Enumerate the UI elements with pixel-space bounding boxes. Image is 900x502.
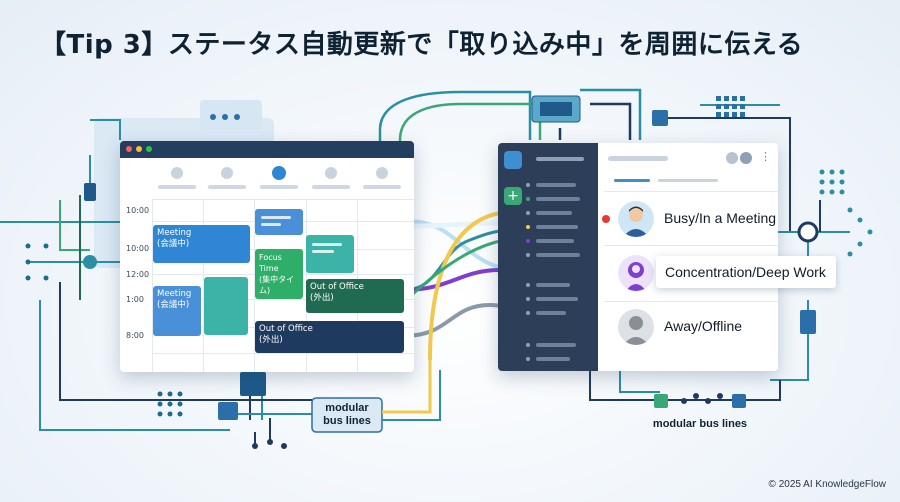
more-icon[interactable]: ⋮ xyxy=(760,150,771,163)
close-dot-icon[interactable] xyxy=(126,146,132,152)
status-option-deep-work[interactable] xyxy=(614,249,778,297)
right-chip xyxy=(652,110,668,126)
event-title: Meeting xyxy=(157,228,192,238)
time-label: 8:00 xyxy=(126,331,144,340)
tab-active[interactable] xyxy=(614,179,650,182)
maximize-dot-icon[interactable] xyxy=(146,146,152,152)
minimize-dot-icon[interactable] xyxy=(136,146,142,152)
time-label: 1:00 xyxy=(126,295,144,304)
time-label: 10:00 xyxy=(126,244,150,253)
calendar-titlebar xyxy=(120,141,414,158)
calendar-window: 10:00 10:00 12:00 1:00 8:00 Meeting (会議中… xyxy=(120,141,414,372)
event-out-of-office[interactable]: Out of Office (外出) xyxy=(306,279,404,313)
event-subtitle: (外出) xyxy=(310,293,334,303)
bus-label-right: modular bus lines xyxy=(652,418,748,430)
event-subtitle: (会議中) xyxy=(157,300,190,310)
calendar-backdrop-tab xyxy=(200,100,262,130)
event-title: Meeting xyxy=(157,289,192,299)
event-block[interactable] xyxy=(255,209,303,235)
event-focus-time[interactable]: Focus Time (集中タイム) xyxy=(255,249,303,299)
busy-avatar-icon xyxy=(618,201,654,237)
day-header-icon xyxy=(221,167,233,179)
status-indicator-dot xyxy=(602,215,610,223)
event-block[interactable] xyxy=(306,235,354,273)
right-bus-nodes xyxy=(654,393,746,408)
workspace-icon[interactable] xyxy=(504,151,522,169)
workspace-sidebar: + xyxy=(498,143,598,371)
status-label: Concentration/Deep Work xyxy=(665,264,826,280)
day-header-icon xyxy=(325,167,337,179)
chat-window: + ⋮ Busy/In a Meeting xyxy=(498,143,778,371)
time-label: 12:00 xyxy=(126,270,150,279)
junction-node xyxy=(83,255,97,269)
page-title: 【Tip 3】ステータス自動更新で「取り込み中」を周囲に伝える xyxy=(40,30,804,60)
event-title: Focus Time xyxy=(259,253,282,273)
time-label: 10:00 xyxy=(126,206,150,215)
status-option-away[interactable]: Away/Offline xyxy=(614,303,778,351)
bus-label-left: modular bus lines xyxy=(323,402,371,427)
focus-avatar-icon xyxy=(618,255,654,291)
event-out-of-office[interactable]: Out of Office (外出) xyxy=(255,321,404,353)
away-avatar-icon xyxy=(618,309,654,345)
copyright: © 2025 AI KnowledgeFlow xyxy=(768,479,886,490)
day-header-icon xyxy=(376,167,388,179)
event-block[interactable] xyxy=(204,277,248,335)
event-meeting[interactable]: Meeting (会議中) xyxy=(153,286,201,336)
user-avatar-icon[interactable] xyxy=(726,152,738,164)
top-bus-lines xyxy=(378,88,642,180)
add-icon[interactable]: + xyxy=(504,187,522,205)
user-avatar-icon[interactable] xyxy=(740,152,752,164)
event-title: Out of Office xyxy=(259,324,313,334)
event-title: Out of Office xyxy=(310,282,364,292)
status-option-busy[interactable]: Busy/In a Meeting xyxy=(602,195,778,243)
bus-chip xyxy=(240,372,266,396)
today-header-icon[interactable] xyxy=(272,166,286,180)
event-subtitle: (外出) xyxy=(259,335,283,345)
right-junction-node xyxy=(797,221,819,243)
status-label: Away/Offline xyxy=(664,318,743,334)
event-subtitle: (会議中) xyxy=(157,239,190,249)
modular-bus-box-left xyxy=(311,397,383,433)
tab[interactable] xyxy=(658,179,718,182)
event-meeting[interactable]: Meeting (会議中) xyxy=(153,225,250,263)
event-subtitle: (集中タイム) xyxy=(259,275,295,295)
right-chip-lower xyxy=(800,310,816,334)
status-highlight-card[interactable]: Concentration/Deep Work xyxy=(656,256,836,288)
connector-chip xyxy=(84,183,96,201)
day-header-icon xyxy=(171,167,183,179)
status-label: Busy/In a Meeting xyxy=(664,210,777,226)
